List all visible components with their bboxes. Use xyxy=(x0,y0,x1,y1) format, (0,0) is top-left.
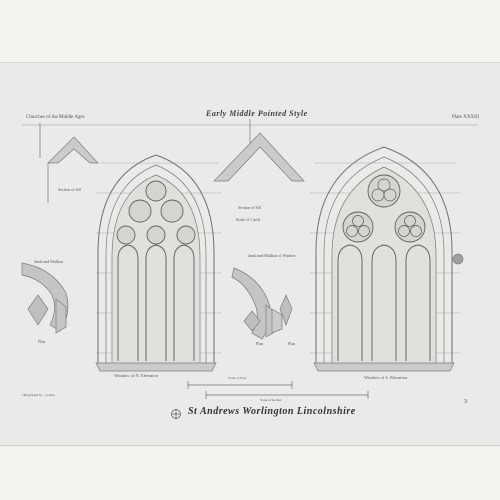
scale-bar xyxy=(187,381,369,399)
imprint: Lithographed by ... London xyxy=(22,393,55,397)
section-of-sill-drawing-right xyxy=(213,119,305,182)
plate-number: Plate XXXIII xyxy=(452,115,480,120)
label-scale-feet: Scale of Feet xyxy=(228,376,247,380)
right-window-elevation xyxy=(310,146,464,372)
left-window-elevation xyxy=(95,154,222,372)
label-plan-right-a: Plan xyxy=(256,341,264,346)
label-plan: Plan xyxy=(38,339,46,344)
plate-series-title: Churches of the Middle Ages xyxy=(26,115,85,120)
page-number: 3 xyxy=(464,399,467,405)
label-jamb-and-mullion-right: Jamb and Mullion of Window xyxy=(248,253,296,258)
caption-left-window: Window of N. Elevation xyxy=(114,373,159,378)
plan-drawing-middle xyxy=(231,267,293,340)
label-scale-note: Scale of 1 inch xyxy=(236,217,260,222)
label-jamb-and-mullion: Jamb and Mullion xyxy=(34,259,64,264)
label-scale-inches: Scale of Inches xyxy=(260,398,282,402)
plan-drawing-left xyxy=(21,262,69,334)
caption-right-window: Window of S. Elevation xyxy=(364,375,408,380)
architectural-drawing xyxy=(21,119,478,419)
label-plan-right-b: Plan xyxy=(288,341,296,346)
plate-title: Early Middle Pointed Style xyxy=(206,109,308,118)
footer-title: St Andrews Worlington Lincolnshire xyxy=(188,406,356,417)
label-section-of-sill-right: Section of Sill xyxy=(238,205,261,210)
cross-emblem xyxy=(171,409,181,419)
section-of-sill-drawing-left xyxy=(39,123,99,203)
drawing-plate: Churches of the Middle Ages Early Middle… xyxy=(0,62,500,446)
label-section-of-sill: Section of Sill xyxy=(58,187,81,192)
